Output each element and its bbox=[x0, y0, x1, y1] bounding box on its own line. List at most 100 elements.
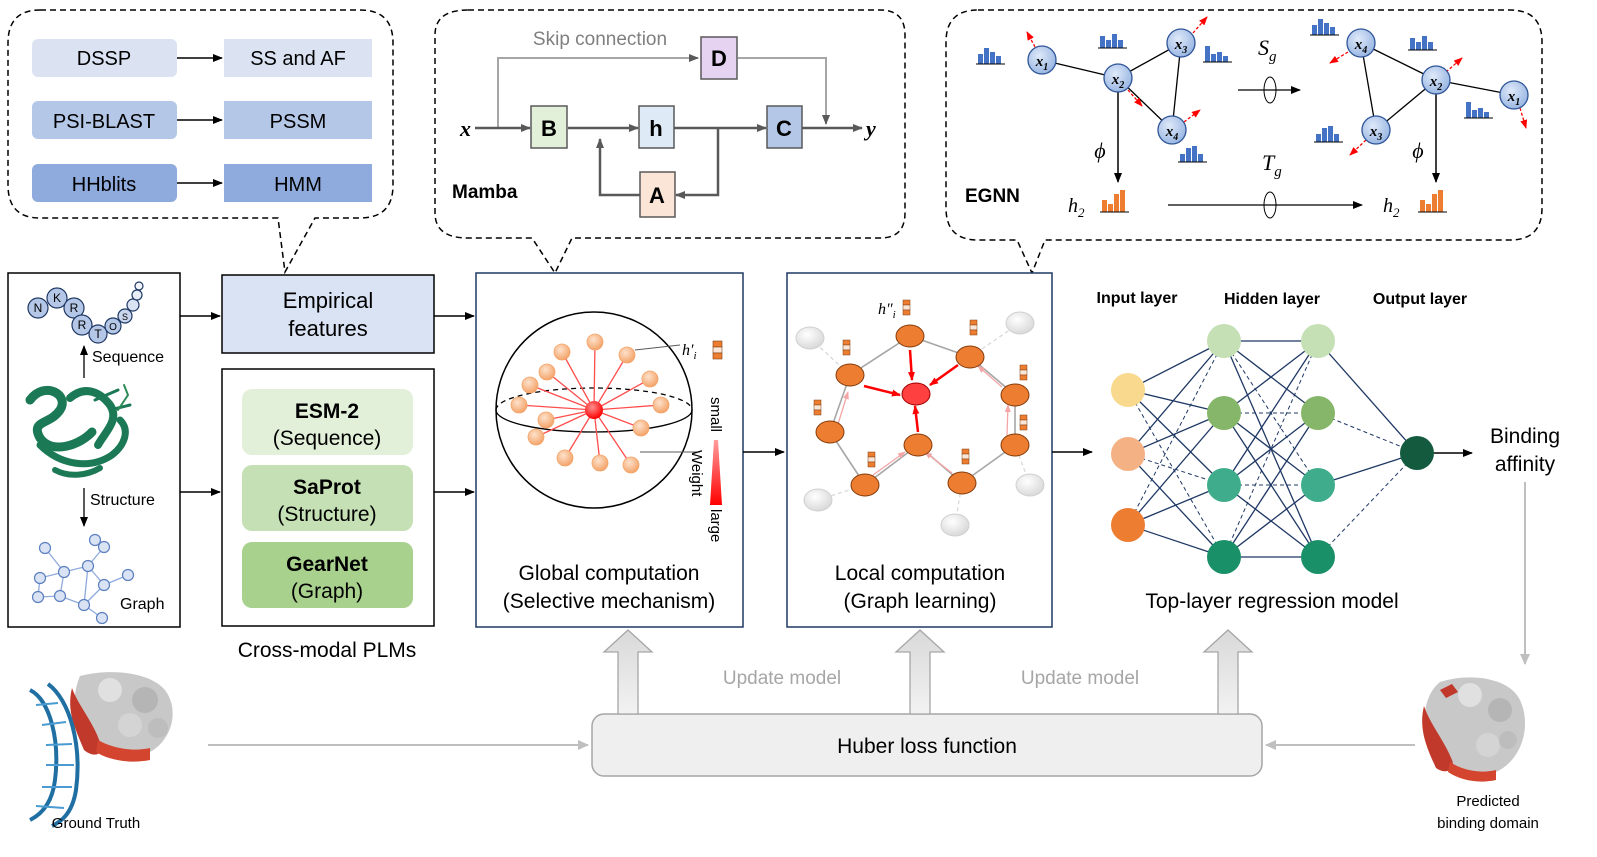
weight-wedge bbox=[710, 440, 722, 505]
input-node bbox=[1111, 437, 1145, 471]
callout-egnn: x1 x2 x3 x4 x4 x2 x1 x3 bbox=[945, 9, 1543, 275]
output-label: PSSM bbox=[270, 111, 327, 133]
svg-text:B: B bbox=[541, 116, 557, 141]
mamba-output-y: y bbox=[863, 116, 876, 141]
output-label: HMM bbox=[274, 174, 322, 196]
block-c: C bbox=[766, 105, 803, 149]
tool-label: DSSP bbox=[77, 48, 131, 70]
egnn-node: x2 bbox=[1103, 63, 1133, 93]
svg-text:N: N bbox=[34, 301, 43, 315]
update-arrow-global bbox=[602, 629, 654, 715]
plm-esm2: ESM-2 (Sequence) bbox=[242, 389, 413, 455]
svg-text:(Sequence): (Sequence) bbox=[273, 427, 382, 450]
svg-text:C: C bbox=[776, 116, 792, 141]
mamba-title: Mamba bbox=[452, 182, 518, 203]
sg-label: Sg bbox=[1258, 35, 1277, 65]
block-b: B bbox=[530, 105, 568, 149]
plm-gearnet: GearNet (Graph) bbox=[242, 542, 413, 608]
binding-affinity-line2: affinity bbox=[1495, 453, 1556, 476]
svg-text:(Graph): (Graph) bbox=[291, 580, 363, 603]
weight-label: Weight bbox=[688, 450, 705, 497]
hidden-layer-label: Hidden layer bbox=[1224, 291, 1320, 308]
input-node bbox=[1111, 508, 1145, 542]
graph-image bbox=[31, 533, 135, 625]
input-layer-label: Input layer bbox=[1097, 290, 1178, 307]
hidden-node bbox=[1301, 324, 1335, 358]
plms-caption: Cross-modal PLMs bbox=[238, 639, 417, 662]
protein-structure-image bbox=[25, 384, 132, 478]
h2-histograms bbox=[1100, 190, 1447, 213]
output-node bbox=[1400, 436, 1434, 470]
regression-caption: Top-layer regression model bbox=[1145, 590, 1398, 613]
plms-panel: ESM-2 (Sequence) SaProt (Structure) Gear… bbox=[221, 368, 435, 627]
callout-mamba: Skip connection x y B h C D A bbox=[434, 9, 906, 275]
block-d: D bbox=[700, 36, 738, 80]
input-panel: N K R R T O S Sequence Structure bbox=[7, 272, 181, 628]
egnn-node: x1 bbox=[1499, 80, 1529, 110]
predicted-domain-image bbox=[1422, 677, 1526, 782]
output-layer-label: Output layer bbox=[1373, 291, 1467, 308]
feature-row-psiblast: PSI-BLAST PSSM bbox=[32, 101, 372, 139]
ground-truth-label: Ground Truth bbox=[52, 815, 140, 832]
hidden-node bbox=[1207, 540, 1241, 574]
hidden-node bbox=[1301, 396, 1335, 430]
svg-text:h: h bbox=[649, 116, 662, 141]
graph-label: Graph bbox=[120, 596, 164, 613]
callout-features: DSSP SS and AF PSI-BLAST PSSM HHblits HM… bbox=[7, 9, 394, 275]
hidden-node bbox=[1301, 468, 1335, 502]
svg-text:D: D bbox=[711, 46, 727, 71]
node-feature-bars bbox=[813, 299, 1028, 468]
phi-label: ϕ bbox=[1094, 138, 1105, 163]
global-line2: (Selective mechanism) bbox=[503, 590, 715, 613]
hidden-node bbox=[1207, 324, 1241, 358]
binding-affinity-line1: Binding bbox=[1490, 425, 1560, 448]
hidden-node bbox=[1301, 540, 1335, 574]
egnn-node: x2 bbox=[1421, 65, 1451, 95]
h2-label: h2 bbox=[1383, 195, 1400, 220]
predicted-label-line2: binding domain bbox=[1437, 815, 1539, 832]
egnn-title: EGNN bbox=[965, 186, 1020, 207]
svg-text:O: O bbox=[109, 322, 117, 333]
hidden-node bbox=[1207, 468, 1241, 502]
svg-text:T: T bbox=[94, 327, 102, 341]
ground-truth-image bbox=[28, 672, 173, 828]
local-line1: Local computation bbox=[835, 562, 1005, 585]
svg-text:K: K bbox=[53, 291, 61, 305]
input-node bbox=[1111, 373, 1145, 407]
global-h-label: h′i bbox=[682, 342, 697, 362]
loss-function: Huber loss function Update model Update … bbox=[591, 629, 1263, 777]
local-h-label: h″i bbox=[878, 301, 896, 321]
svg-text:R: R bbox=[70, 301, 79, 315]
egnn-node: x3 bbox=[1361, 115, 1391, 145]
svg-text:Huber loss function: Huber loss function bbox=[837, 735, 1017, 758]
tool-label: HHblits bbox=[72, 174, 136, 196]
predicted-label-line1: Predicted bbox=[1456, 793, 1519, 810]
global-line1: Global computation bbox=[519, 562, 700, 585]
svg-text:features: features bbox=[288, 316, 368, 341]
update-arrow-local bbox=[894, 629, 946, 715]
svg-text:A: A bbox=[649, 183, 665, 208]
neighbor-nodes bbox=[510, 333, 670, 474]
plm-saprot: SaProt (Structure) bbox=[242, 465, 413, 531]
weight-large-label: large bbox=[707, 509, 724, 542]
weight-small-label: small bbox=[707, 397, 724, 432]
mamba-input-x: x bbox=[459, 116, 471, 141]
sequence-beads bbox=[27, 281, 144, 344]
svg-text:GearNet: GearNet bbox=[286, 553, 368, 576]
global-computation-panel: h′i small Weight large Global computatio… bbox=[475, 272, 744, 628]
center-node bbox=[585, 401, 603, 419]
svg-text:ESM-2: ESM-2 bbox=[295, 400, 359, 423]
egnn-node: x4 bbox=[1157, 115, 1187, 145]
svg-text:(Structure): (Structure) bbox=[277, 503, 376, 526]
h2-label: h2 bbox=[1068, 195, 1085, 220]
egnn-node: x4 bbox=[1346, 28, 1376, 58]
empirical-features-box: Empirical features bbox=[221, 274, 435, 354]
local-computation-panel: h″i Local computation (Graph learning) bbox=[786, 272, 1053, 628]
phi-label: ϕ bbox=[1412, 138, 1423, 163]
structure-label: Structure bbox=[90, 492, 155, 509]
regression-network: Input layer Hidden layer Output layer bbox=[1097, 290, 1560, 613]
tool-label: PSI-BLAST bbox=[53, 111, 155, 133]
update-model-right: Update model bbox=[1021, 668, 1139, 689]
center-node bbox=[901, 382, 931, 406]
